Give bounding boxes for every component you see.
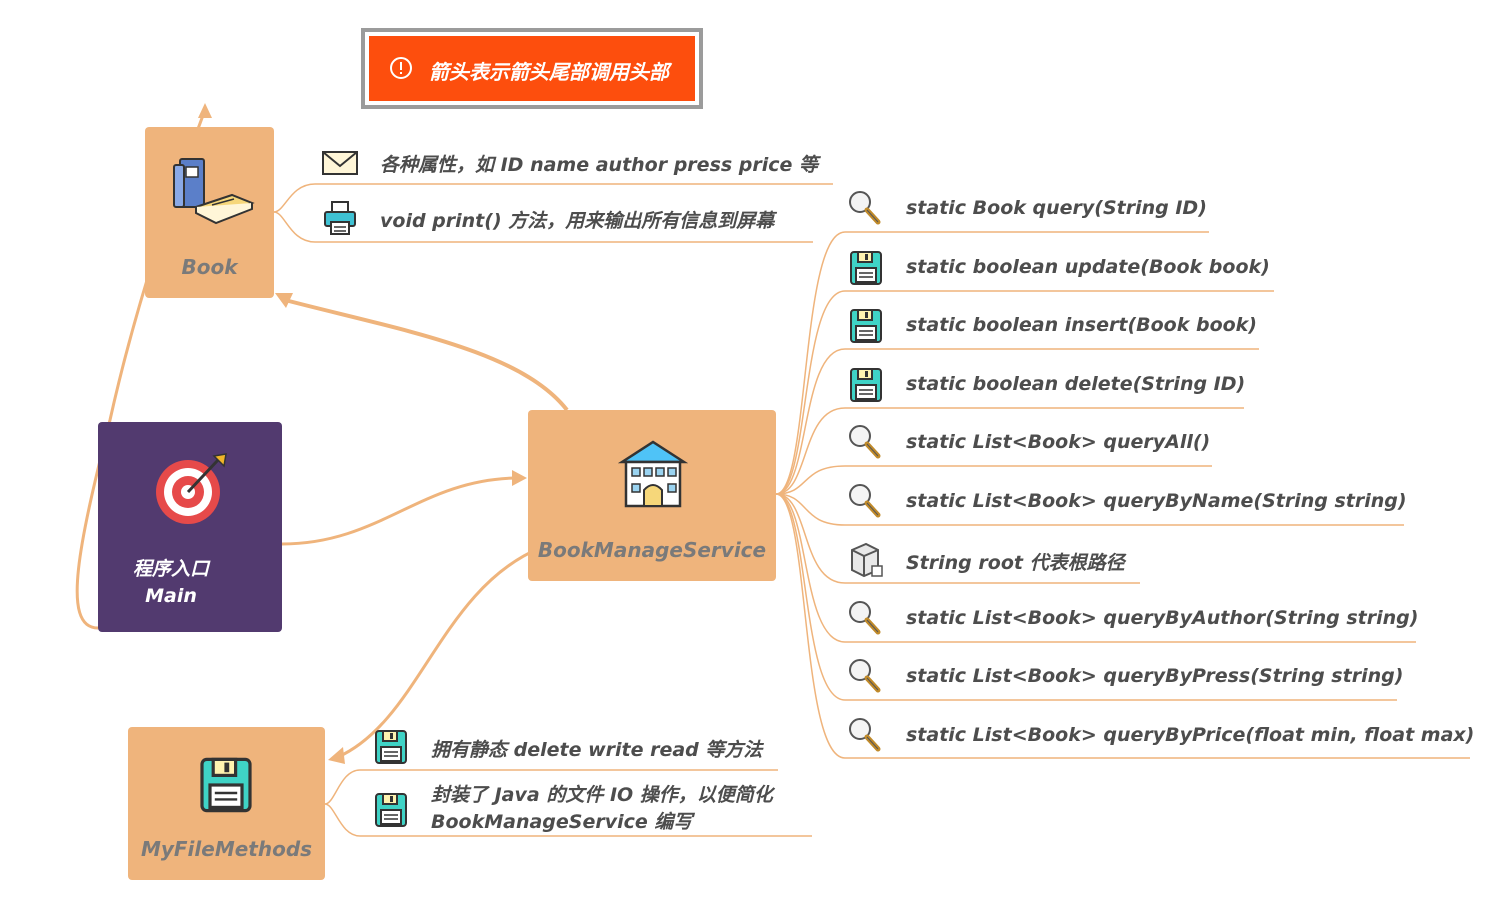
floppy-disk-icon bbox=[371, 790, 411, 830]
files-io-wrapper-text: 封装了 Java 的文件 IO 操作，以便简化 BookManageServic… bbox=[431, 782, 811, 836]
files-io-wrapper-line1: 封装了 Java 的文件 IO 操作，以便简化 bbox=[431, 784, 773, 806]
method-text: static List<Book> queryAll() bbox=[906, 431, 1211, 453]
files-node[interactable]: MyFileMethods bbox=[128, 727, 325, 880]
book-print-text: void print() 方法，用来输出所有信息到屏幕 bbox=[380, 210, 775, 232]
method-text: static boolean insert(Book book) bbox=[906, 314, 1257, 336]
target-icon bbox=[156, 453, 227, 524]
floppy-disk-icon bbox=[846, 248, 886, 288]
book-attributes-text: 各种属性，如 ID name author press price 等 bbox=[380, 154, 819, 176]
legend-banner: 箭头表示箭头尾部调用头部 bbox=[361, 28, 703, 109]
service-node-label: BookManageService bbox=[537, 538, 767, 562]
files-io-wrapper-line2: BookManageService 编写 bbox=[431, 811, 693, 833]
legend-text: 箭头表示箭头尾部调用头部 bbox=[429, 60, 669, 84]
method-text: static boolean delete(String ID) bbox=[906, 373, 1246, 395]
book-node[interactable]: Book bbox=[145, 127, 274, 298]
magnifier-icon bbox=[846, 189, 886, 229]
floppy-disk-icon bbox=[846, 365, 886, 405]
envelope-icon bbox=[322, 151, 358, 175]
floppy-disk-icon bbox=[846, 306, 886, 346]
main-node-label-line2: Main bbox=[145, 585, 197, 607]
method-text: static boolean update(Book book) bbox=[906, 256, 1270, 278]
magnifier-icon bbox=[846, 599, 886, 639]
main-node[interactable]: 程序入口 Main bbox=[98, 422, 282, 632]
building-icon bbox=[618, 440, 688, 508]
printer-icon bbox=[324, 201, 356, 235]
magnifier-icon bbox=[846, 657, 886, 697]
alert-icon bbox=[390, 57, 412, 79]
method-text: static List<Book> queryByAuthor(String s… bbox=[906, 607, 1419, 629]
magnifier-icon bbox=[846, 716, 886, 756]
magnifier-icon bbox=[846, 482, 886, 522]
method-text: static Book query(String ID) bbox=[906, 197, 1207, 219]
service-node[interactable]: BookManageService bbox=[528, 410, 776, 581]
books-icon bbox=[173, 158, 255, 225]
legend-banner-fill: 箭头表示箭头尾部调用头部 bbox=[369, 36, 695, 101]
floppy-disk-icon bbox=[194, 753, 258, 817]
method-text: static List<Book> queryByPress(String st… bbox=[906, 665, 1404, 687]
main-node-label-line1: 程序入口 bbox=[132, 558, 209, 580]
book-node-label: Book bbox=[181, 255, 238, 279]
field-text: String root 代表根路径 bbox=[906, 552, 1125, 574]
cube-icon bbox=[851, 542, 883, 578]
floppy-disk-icon bbox=[371, 727, 411, 767]
files-node-label: MyFileMethods bbox=[140, 837, 313, 861]
magnifier-icon bbox=[846, 423, 886, 463]
files-static-methods-text: 拥有静态 delete write read 等方法 bbox=[431, 739, 763, 761]
method-text: static List<Book> queryByName(String str… bbox=[906, 490, 1407, 512]
method-text: static List<Book> queryByPrice(float min… bbox=[906, 724, 1475, 746]
